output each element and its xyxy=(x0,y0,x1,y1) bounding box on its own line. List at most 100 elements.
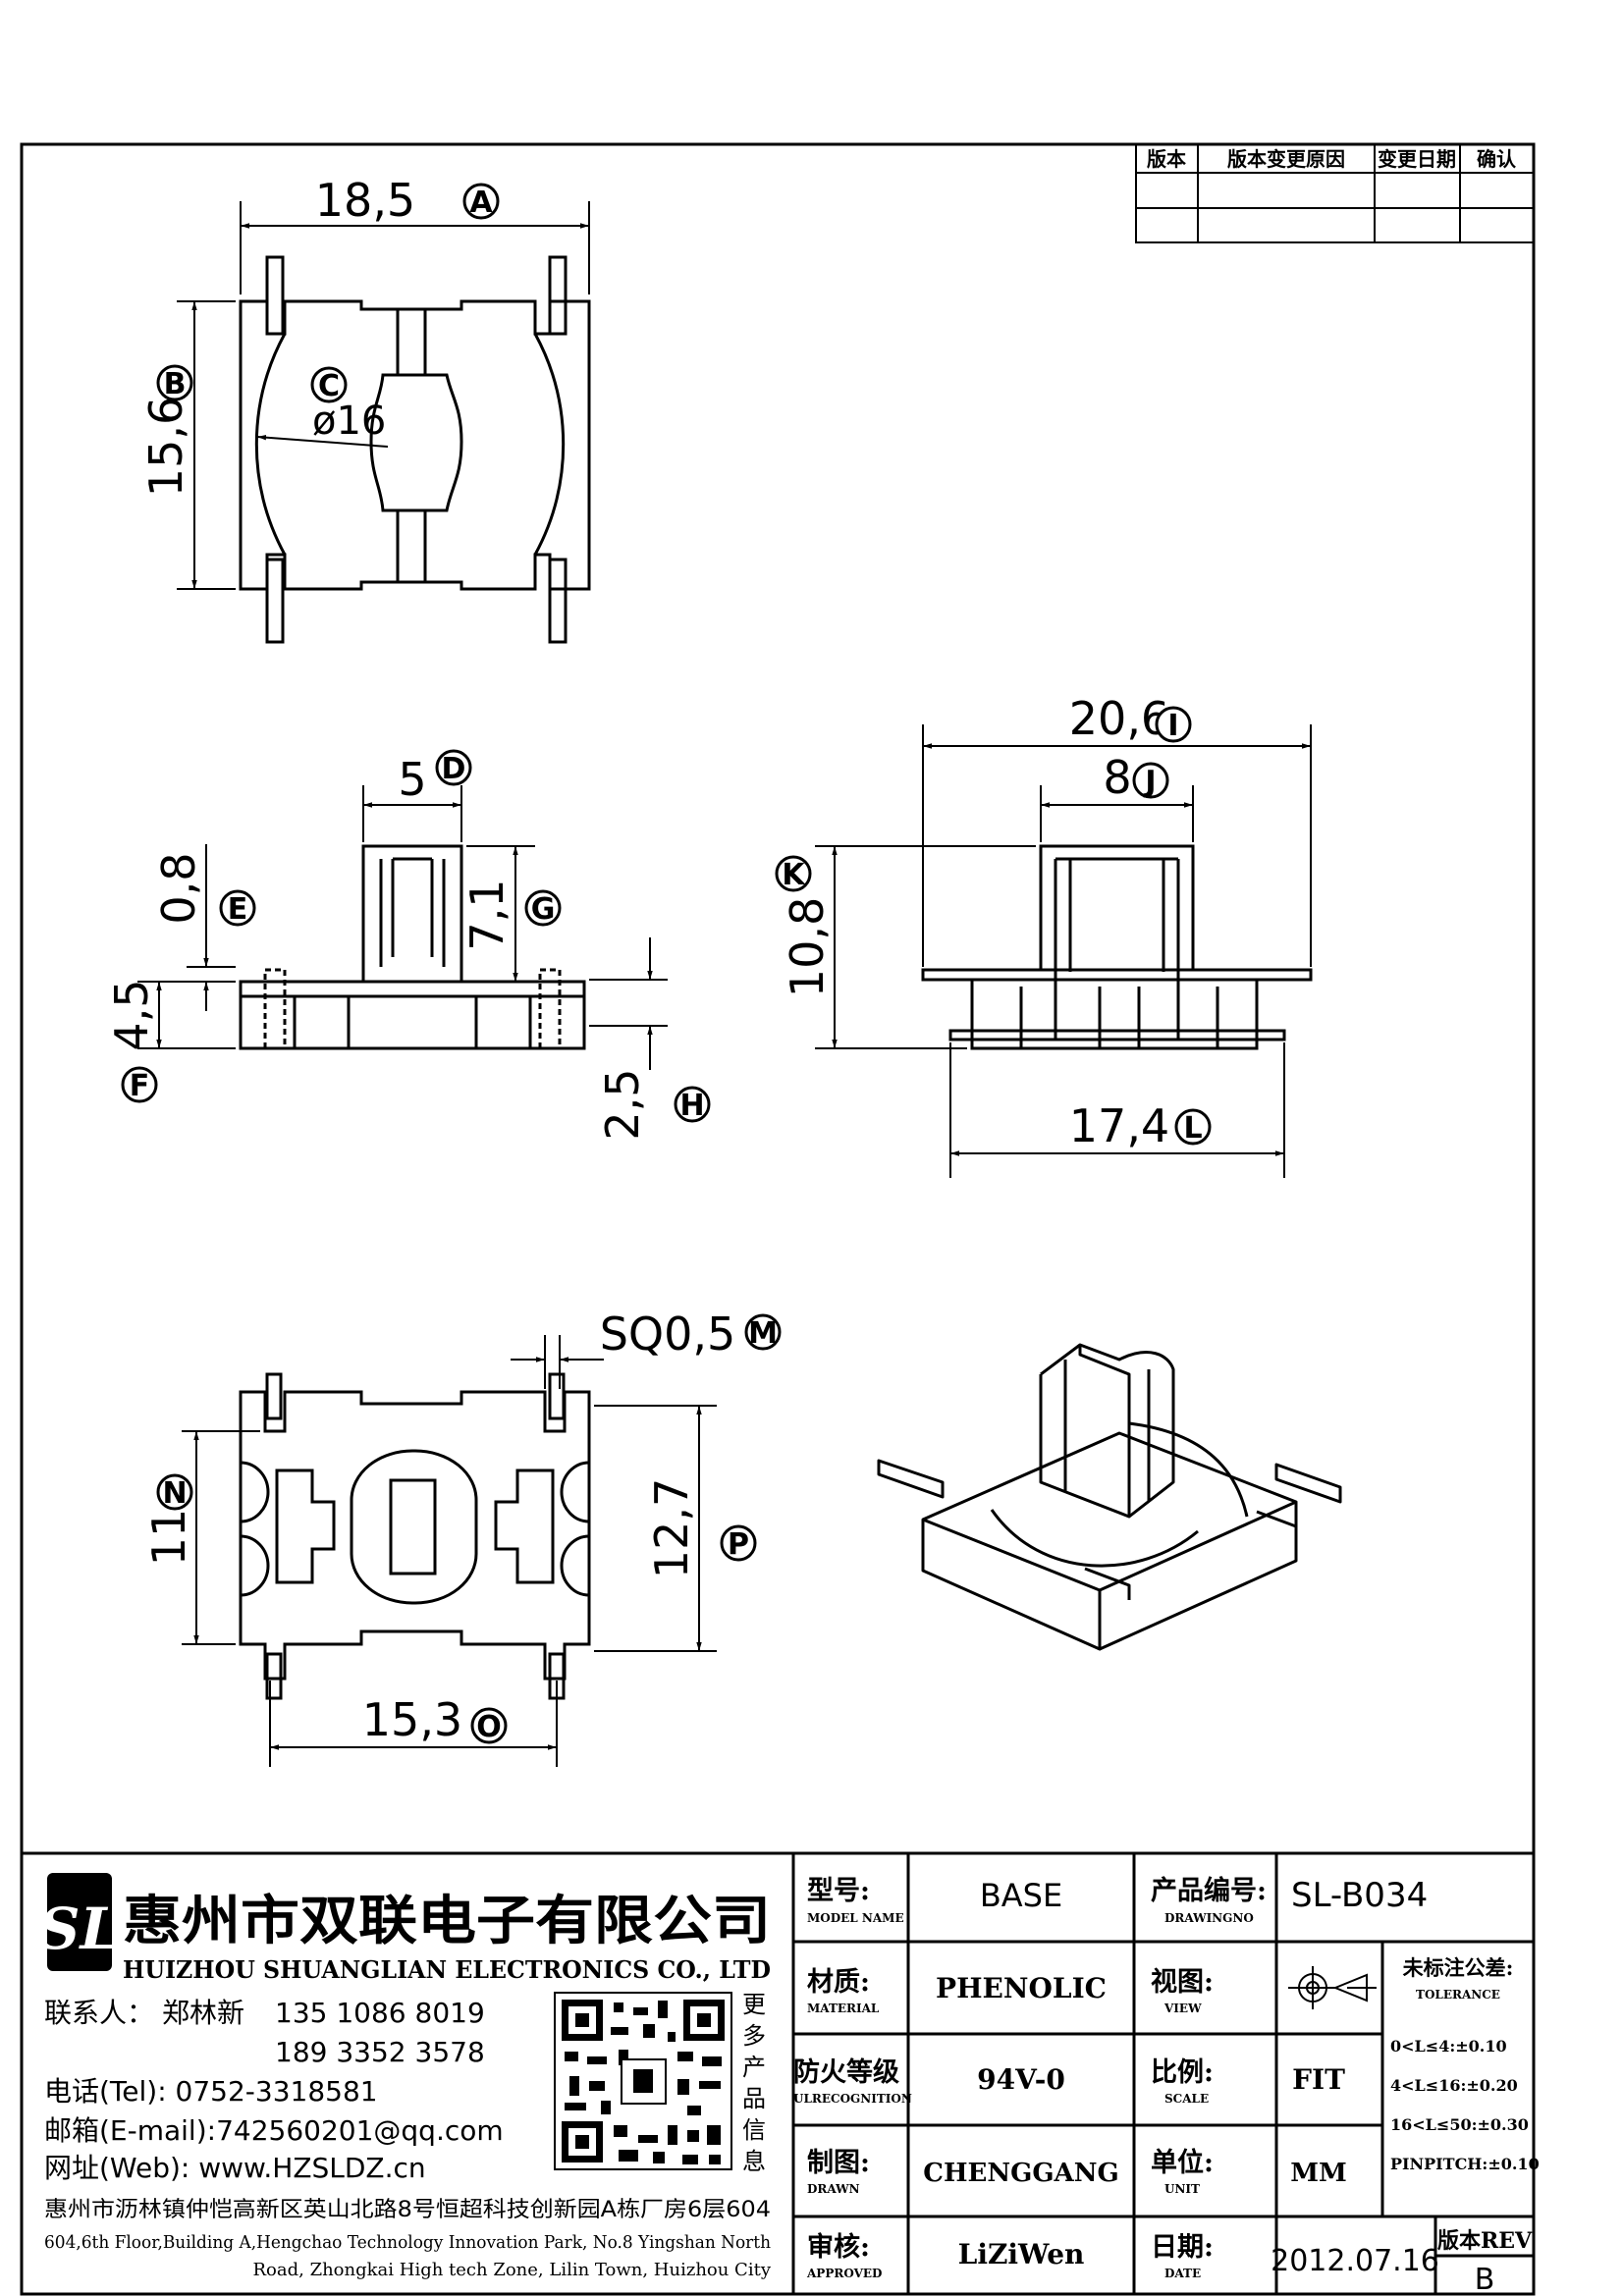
dim-e-text: 0,8 xyxy=(152,852,205,924)
view-label-en: VIEW xyxy=(1163,2002,1202,2015)
dim-a-text: 18,5 xyxy=(315,174,415,227)
top-view xyxy=(239,255,591,644)
svg-text:B: B xyxy=(164,367,187,401)
dim-i-text: 20,6 xyxy=(1069,692,1169,745)
svg-text:P: P xyxy=(728,1527,749,1562)
unit-value: MM xyxy=(1290,2159,1347,2188)
contact-phone-1: 135 1086 8019 xyxy=(275,1997,485,2029)
company-address-en-2: Road, Zhongkai High tech Zone, Lilin Tow… xyxy=(253,2260,772,2280)
company-web: 网址(Web): www.HZSLDZ.cn xyxy=(44,2152,426,2184)
view-label: 视图: xyxy=(1151,1967,1214,1998)
scale-label-en: SCALE xyxy=(1164,2092,1209,2106)
dim-m-text: SQ0,5 xyxy=(600,1308,736,1361)
callout-d: D xyxy=(435,749,472,786)
approved-label-en: APPROVED xyxy=(806,2267,882,2280)
rev-value: B xyxy=(1475,2263,1495,2296)
model-value: BASE xyxy=(980,1877,1062,1914)
dim-p-text: 12,7 xyxy=(645,1478,698,1578)
dim-j-text: 8 xyxy=(1103,751,1131,804)
date-label-en: DATE xyxy=(1164,2267,1201,2280)
drawing-no-value: SL-B034 xyxy=(1291,1876,1428,1915)
svg-text:E: E xyxy=(228,892,248,927)
fire-value: 94V-0 xyxy=(977,2063,1065,2096)
callout-h: H xyxy=(674,1086,711,1123)
svg-text:M: M xyxy=(748,1316,778,1351)
model-label-en: MODEL NAME xyxy=(807,1911,904,1925)
callout-g: G xyxy=(524,889,562,927)
qr-caption-char: 产 xyxy=(742,2054,766,2081)
dim-k-text: 10,8 xyxy=(781,897,834,997)
callout-o: O xyxy=(470,1707,508,1744)
bottom-view xyxy=(239,1372,591,1700)
svg-text:J: J xyxy=(1143,765,1156,799)
company-address-cn: 惠州市沥林镇仲恺高新区英山北路8号恒超科技创新园A栋厂房6层604 xyxy=(44,2198,771,2222)
scale-label: 比例: xyxy=(1151,2057,1214,2088)
contact-phone-2: 189 3352 3578 xyxy=(275,2036,485,2068)
dim-l-text: 17,4 xyxy=(1069,1099,1169,1152)
tolerance-label: 未标注公差: xyxy=(1403,1955,1514,1980)
unit-label: 单位: xyxy=(1151,2147,1214,2178)
callout-c: C xyxy=(310,366,348,403)
tolerance-line-4: PINPITCH:±0.10 xyxy=(1390,2155,1540,2173)
qr-caption-char: 更 xyxy=(742,1991,766,2018)
approved-label: 审核: xyxy=(807,2231,870,2263)
dim-h-text: 2,5 xyxy=(596,1068,649,1140)
callout-j: J xyxy=(1132,762,1169,799)
dim-d-text: 5 xyxy=(398,753,426,806)
rev-header-reason: 版本变更原因 xyxy=(1227,147,1345,171)
drawn-label: 制图: xyxy=(807,2148,870,2178)
svg-text:K: K xyxy=(782,858,806,892)
side-view xyxy=(921,844,1313,1050)
callout-e: E xyxy=(219,889,256,927)
front-view xyxy=(239,844,586,1050)
svg-text:C: C xyxy=(318,369,340,403)
company-logo: SL xyxy=(39,1873,120,1971)
svg-text:N: N xyxy=(162,1476,187,1511)
fire-label: 防火等级 xyxy=(793,2056,899,2088)
approved-value: LiZiWen xyxy=(958,2238,1085,2270)
date-label: 日期: xyxy=(1151,2232,1214,2263)
tolerance-line-3: 16<L≤50:±0.30 xyxy=(1390,2115,1529,2134)
model-label: 型号: xyxy=(807,1876,870,1906)
qr-caption-char: 多 xyxy=(742,2022,766,2050)
drawing-no-label-en: DRAWINGNO xyxy=(1164,1911,1254,1925)
unit-label-en: UNIT xyxy=(1164,2182,1200,2196)
callout-f: F xyxy=(121,1066,158,1103)
company-tel: 电话(Tel): 0752-3318581 xyxy=(44,2075,378,2108)
svg-text:G: G xyxy=(531,892,556,927)
material-value: PHENOLIC xyxy=(936,1972,1107,2004)
qr-caption-char: 品 xyxy=(742,2085,766,2112)
qr-code-icon xyxy=(554,1992,732,2170)
callout-m: M xyxy=(744,1313,782,1351)
dim-g-text: 7,1 xyxy=(460,879,514,950)
tolerance-label-en: TOLERANCE xyxy=(1416,1988,1500,2002)
callout-p: P xyxy=(720,1524,757,1562)
svg-text:L: L xyxy=(1183,1111,1202,1146)
svg-text:F: F xyxy=(130,1069,150,1103)
tolerance-line-1: 0<L≤4:±0.10 xyxy=(1390,2037,1507,2056)
material-label-en: MATERIAL xyxy=(807,2002,880,2015)
company-name-cn: 惠州市双联电子有限公司 xyxy=(123,1889,771,1951)
scale-value: FIT xyxy=(1292,2063,1345,2096)
revision-table xyxy=(1135,143,1535,243)
tolerance-line-2: 4<L≤16:±0.20 xyxy=(1390,2076,1518,2095)
drawing-border xyxy=(20,142,1536,2296)
rev-header-date: 变更日期 xyxy=(1378,147,1456,171)
rev-header-confirm: 确认 xyxy=(1477,147,1517,171)
dim-b-text: 15,6 xyxy=(139,397,192,497)
projection-symbol-icon xyxy=(1288,1966,1377,2009)
date-value: 2012.07.16 xyxy=(1271,2244,1439,2278)
contact-name: 郑林新 xyxy=(162,1997,244,2029)
company-address-en-1: 604,6th Floor,Building A,Hengchao Techno… xyxy=(44,2232,771,2253)
dim-f-text: 4,5 xyxy=(105,979,158,1050)
title-block xyxy=(22,1851,1534,2294)
callout-l: L xyxy=(1174,1108,1212,1146)
svg-text:H: H xyxy=(679,1089,704,1123)
callout-a: A xyxy=(462,183,500,220)
drawn-value: CHENGGANG xyxy=(923,2159,1118,2188)
rev-label: 版本REV xyxy=(1437,2228,1533,2254)
dimension-lines xyxy=(137,201,1312,1767)
fire-label-en: ULRECOGNITION xyxy=(793,2092,912,2106)
